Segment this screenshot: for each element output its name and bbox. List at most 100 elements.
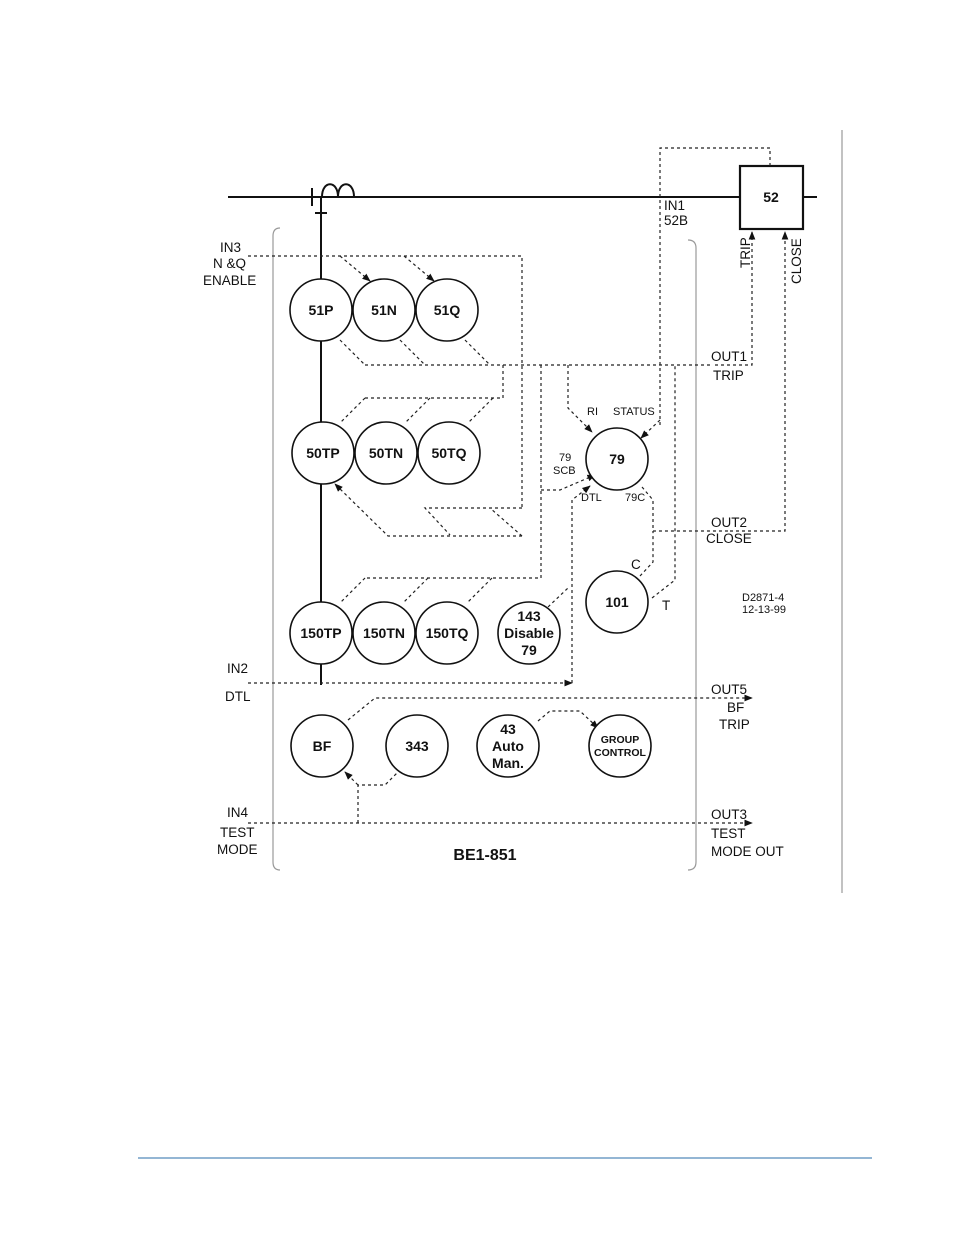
element-51q: 51Q — [415, 278, 479, 342]
in3-to-51n — [339, 255, 371, 282]
element-50tn: 50TN — [354, 421, 418, 485]
101-c-label: C — [631, 557, 641, 572]
150tp-trip — [339, 577, 366, 604]
svg-text:79: 79 — [521, 642, 537, 658]
enable-50tq — [489, 507, 523, 537]
svg-text:343: 343 — [405, 738, 429, 754]
element-150tn: 150TN — [352, 601, 416, 665]
scb-label-0: 79 — [559, 452, 571, 464]
breaker-trip-label: TRIP — [738, 237, 753, 268]
element-50tq: 50TQ — [417, 421, 481, 485]
ri-arrow — [567, 365, 593, 433]
element-43-auto-manual: 43 Auto Man. — [476, 714, 540, 778]
out5-label-0: OUT5 — [711, 682, 747, 697]
test-to-343 — [357, 771, 399, 823]
svg-text:Man.: Man. — [492, 755, 524, 771]
51p-trip — [339, 339, 366, 366]
svg-text:51N: 51N — [371, 302, 397, 318]
svg-text:Disable: Disable — [504, 625, 554, 641]
status-arrow — [640, 419, 661, 439]
element-bf: BF — [290, 714, 354, 778]
79c-to-out2 — [641, 486, 730, 532]
svg-text:150TQ: 150TQ — [426, 625, 469, 641]
in3-label-1: N &Q — [213, 256, 246, 271]
43-to-group — [537, 710, 599, 729]
enable-50tp — [334, 483, 522, 537]
ct-coil — [321, 183, 355, 198]
enable-50tn — [423, 507, 522, 536]
150tq-trip — [466, 577, 493, 604]
50tp-trip — [339, 397, 366, 424]
svg-text:43: 43 — [500, 721, 516, 737]
out3-label-1: TEST — [711, 826, 746, 841]
svg-text:CONTROL: CONTROL — [594, 747, 646, 759]
in4-label-0: IN4 — [227, 805, 249, 820]
element-group-control: GROUP CONTROL — [588, 714, 652, 778]
element-150tp: 150TP — [289, 601, 353, 665]
dtl-port-label: DTL — [581, 492, 602, 504]
ri-label: RI — [587, 406, 598, 418]
breaker-close-label: CLOSE — [789, 238, 804, 284]
101-t-label: T — [662, 598, 670, 613]
in1-52b-path — [659, 147, 771, 425]
in3-to-51q — [403, 255, 435, 282]
in3-enable-bus — [248, 255, 523, 508]
svg-text:143: 143 — [517, 608, 541, 624]
scb-label-1: SCB — [553, 465, 576, 477]
trip-to-breaker — [715, 231, 756, 366]
svg-text:150TN: 150TN — [363, 625, 405, 641]
svg-text:50TQ: 50TQ — [431, 445, 466, 461]
in4-label-1: TEST — [220, 825, 255, 840]
svg-text:79: 79 — [609, 451, 625, 467]
out1-label-1: TRIP — [713, 368, 744, 383]
relay-boundary-left — [272, 227, 281, 871]
in1-label-1: 52B — [664, 213, 688, 228]
50tq-trip — [467, 397, 494, 424]
svg-text:150TP: 150TP — [300, 625, 341, 641]
101-c-path — [639, 531, 654, 577]
in2-label-1: DTL — [225, 689, 251, 704]
breaker-52-box — [738, 164, 805, 231]
trip-feed-150-row — [365, 365, 542, 579]
out5-label-1: BF — [727, 700, 744, 715]
out3-label-2: MODE OUT — [711, 844, 784, 859]
in4-label-2: MODE — [217, 842, 258, 857]
svg-text:51Q: 51Q — [434, 302, 461, 318]
79c-port-label: 79C — [625, 492, 645, 504]
relay-boundary-right — [687, 239, 697, 871]
150tn-trip — [402, 577, 429, 604]
close-to-breaker — [730, 231, 789, 532]
relay-model-title: BE1-851 — [453, 847, 516, 864]
element-343: 343 — [385, 714, 449, 778]
drawing-number: D2871-4 — [742, 592, 784, 604]
in2-label-0: IN2 — [227, 661, 248, 676]
svg-text:BF: BF — [313, 738, 332, 754]
test-to-bf — [344, 771, 359, 786]
drawing-date: 12-13-99 — [742, 604, 786, 616]
out3-label-0: OUT3 — [711, 807, 747, 822]
out2-label-0: OUT2 — [711, 515, 747, 530]
101-t-path — [651, 365, 676, 599]
status-label: STATUS — [613, 406, 655, 418]
143-out — [547, 587, 569, 608]
scb-arrow — [541, 474, 596, 491]
trip-feed-50-row — [365, 365, 504, 399]
51n-trip — [399, 339, 426, 366]
50tn-trip — [404, 397, 431, 424]
element-150tq: 150TQ — [415, 601, 479, 665]
element-101-switch: 101 — [585, 570, 649, 634]
svg-text:51P: 51P — [309, 302, 334, 318]
out1-label-0: OUT1 — [711, 349, 747, 364]
element-143-disable-79: 143 Disable 79 — [497, 601, 561, 665]
element-51n: 51N — [352, 278, 416, 342]
out5-label-2: TRIP — [719, 717, 750, 732]
in1-label-0: IN1 — [664, 198, 685, 213]
in3-label-0: IN3 — [220, 240, 241, 255]
breaker-52-label: 52 — [763, 189, 779, 205]
51q-trip — [464, 339, 491, 366]
element-50tp: 50TP — [291, 421, 355, 485]
svg-text:50TP: 50TP — [306, 445, 339, 461]
out2-label-1: CLOSE — [706, 531, 752, 546]
in3-label-2: ENABLE — [203, 273, 256, 288]
